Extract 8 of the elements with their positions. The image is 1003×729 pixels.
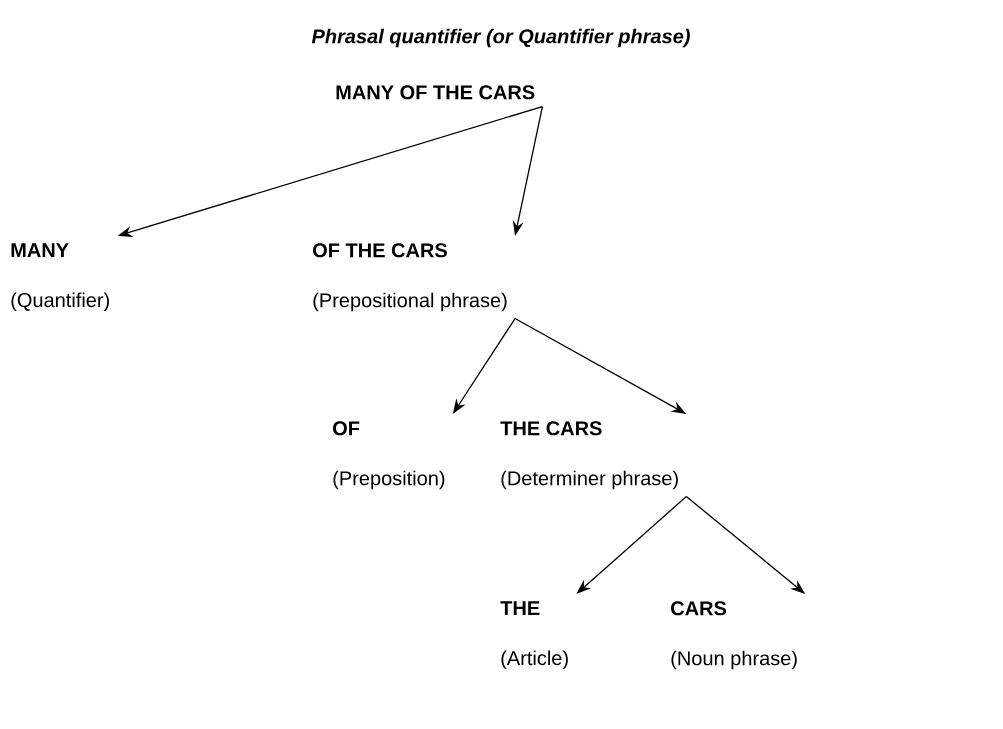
phrase-label: OF (Preposition) — [333, 421, 445, 490]
phrase-label: MANY (Quantifier) — [11, 243, 109, 312]
phrase-label: MANY OF THE CARS — [336, 85, 535, 100]
phrase-label: OF THE CARS (Prepositional phrase) — [313, 243, 507, 312]
title: Phrasal quantifier (or Quantifier phrase) — [311, 28, 690, 48]
phrase-label: THE CARS (Determiner phrase) — [500, 421, 678, 490]
phrase-label: CARS (Noun phrase) — [671, 601, 797, 670]
phrase-label: THE (Article) — [500, 601, 568, 670]
